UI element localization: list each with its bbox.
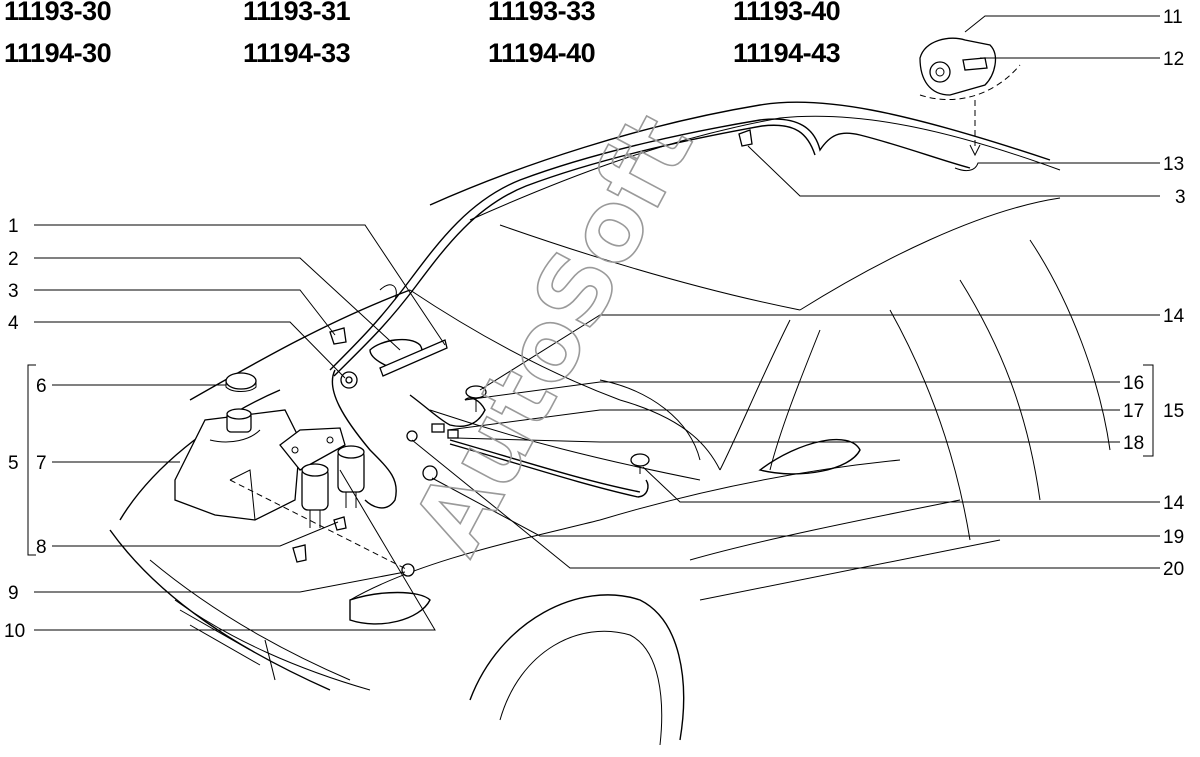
callout-label: 12 — [1163, 49, 1184, 70]
callout-label: 2 — [8, 249, 19, 270]
callout-label: 13 — [1163, 154, 1184, 175]
rear-nozzle-detail — [919, 37, 1021, 157]
callout-label: 14 — [1163, 493, 1185, 514]
model-number: 11193-40 — [733, 0, 841, 26]
reservoir-cap — [225, 372, 257, 392]
model-number: 11193-33 — [488, 0, 596, 26]
callout-label: 20 — [1163, 559, 1184, 580]
callout-label: 5 — [8, 453, 19, 474]
callout-label: 1 — [8, 216, 19, 237]
callout-label: 18 — [1123, 433, 1144, 454]
hose-clip — [329, 327, 347, 345]
model-number: 11194-40 — [488, 38, 596, 68]
pump-bracket — [279, 427, 346, 471]
callout-label: 6 — [36, 376, 47, 397]
callout-label: 3 — [8, 281, 19, 302]
callout-label: 16 — [1123, 373, 1144, 394]
model-number: 11194-33 — [243, 38, 351, 68]
callout-label: 8 — [36, 537, 47, 558]
callout-label: 9 — [8, 583, 19, 604]
callout-label: 14 — [1163, 306, 1185, 327]
assembly-line — [229, 479, 409, 571]
callout-label: 7 — [36, 453, 47, 474]
callout-label: 3 — [1175, 187, 1186, 208]
callout-label: 15 — [1163, 401, 1184, 422]
washer-reservoir — [174, 408, 301, 521]
callout-label: 10 — [4, 621, 25, 642]
washer-hoses — [329, 118, 971, 509]
leader-lines — [27, 15, 1160, 631]
callout-label: 19 — [1163, 527, 1184, 548]
callout-label: 11 — [1163, 7, 1183, 28]
model-number: 11193-31 — [243, 0, 351, 26]
model-number: 11193-30 — [4, 0, 112, 26]
small-parts — [292, 371, 438, 577]
model-number: 11194-30 — [4, 38, 112, 68]
washer-pumps — [301, 445, 365, 528]
washer-jet-bar — [379, 339, 448, 377]
callout-label: 17 — [1123, 401, 1144, 422]
callout-label: 4 — [8, 313, 19, 334]
hose-clip — [738, 129, 753, 147]
model-number: 11194-43 — [733, 38, 841, 68]
callout-numbers: 1 2 3 4 6 5 7 8 9 10 11 12 13 3 14 16 17… — [4, 7, 1186, 642]
hose-connectors — [431, 423, 459, 439]
